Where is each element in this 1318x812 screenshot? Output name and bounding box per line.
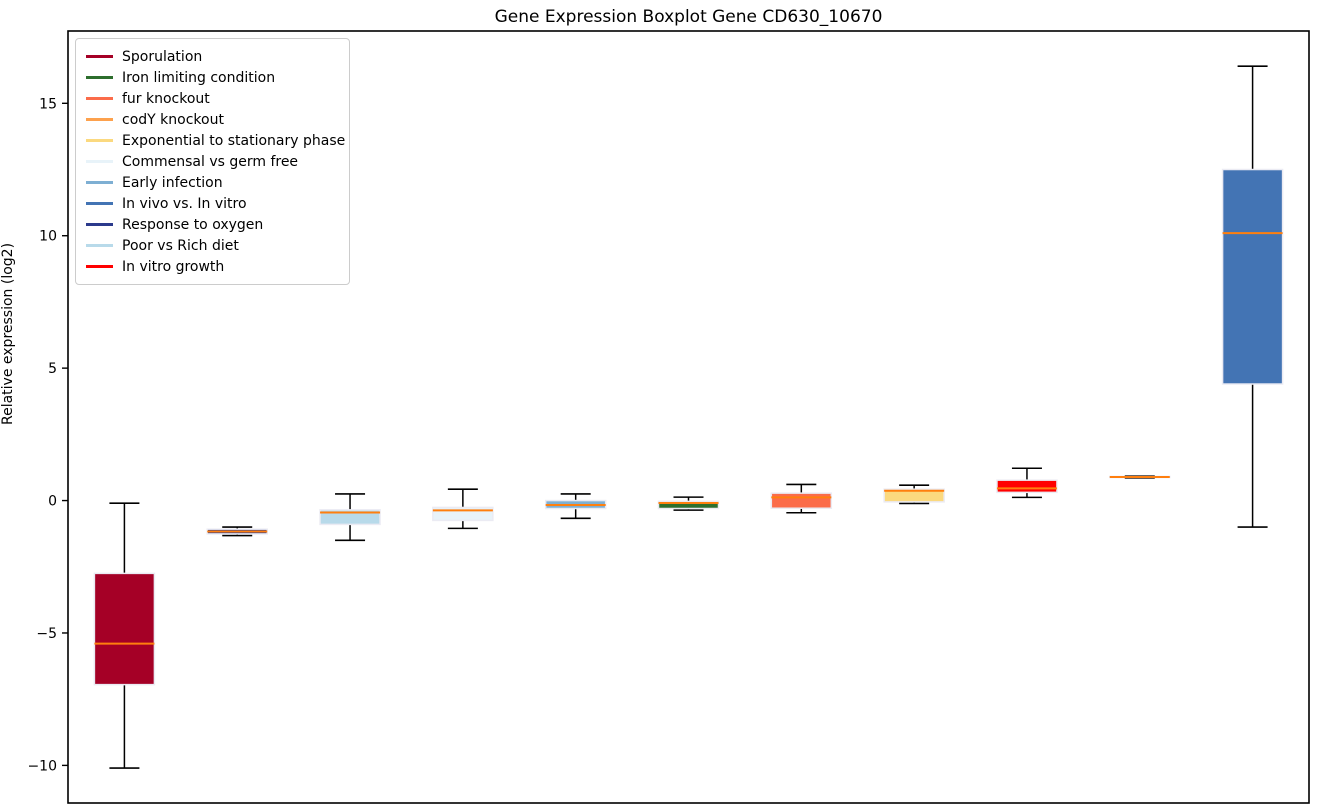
y-tick-label: −5	[36, 626, 57, 642]
boxplot-box	[883, 488, 945, 503]
legend-item-label: codY knockout	[122, 111, 224, 128]
legend-item-label: Early infection	[122, 174, 223, 191]
chart-title: Gene Expression Boxplot Gene CD630_10670	[494, 7, 883, 27]
legend-item-label: Iron limiting condition	[122, 69, 276, 86]
legend-item: Exponential to stationary phase	[86, 130, 345, 151]
legend-item: In vivo vs. In vitro	[86, 193, 339, 214]
legend-item-label: Sporulation	[122, 48, 203, 65]
legend-item: codY knockout	[86, 109, 339, 130]
legend-swatch-icon	[86, 76, 113, 79]
legend-swatch-icon	[86, 55, 113, 58]
legend-swatch-icon	[86, 118, 113, 121]
y-tick-label: −10	[27, 758, 57, 774]
boxplot-box	[770, 492, 833, 509]
boxplot-box	[996, 479, 1058, 494]
plot-frame	[67, 30, 1310, 804]
legend-item: Iron limiting condition	[86, 67, 339, 88]
legend-item-label: Commensal vs germ free	[122, 153, 299, 170]
legend-item-label: In vitro growth	[122, 258, 225, 275]
legend-item: Poor vs Rich diet	[86, 235, 339, 256]
legend-item-label: Exponential to stationary phase	[122, 132, 346, 149]
legend-item: Commensal vs germ free	[86, 151, 339, 172]
legend-swatch-icon	[86, 202, 113, 205]
legend-item: fur knockout	[86, 88, 339, 109]
y-tick-label: 0	[48, 494, 57, 510]
legend-item-label: fur knockout	[122, 90, 210, 107]
boxplot-box	[93, 572, 156, 686]
legend-item: Early infection	[86, 172, 339, 193]
legend-item-label: In vivo vs. In vitro	[122, 195, 247, 212]
y-tick-label: 15	[39, 96, 57, 112]
legend-swatch-icon	[86, 160, 113, 163]
y-tick-label: 5	[48, 361, 57, 377]
legend-swatch-icon	[86, 223, 113, 226]
legend-swatch-icon	[86, 181, 113, 184]
legend-item: Sporulation	[86, 46, 339, 67]
legend-item-label: Response to oxygen	[122, 216, 264, 233]
legend-swatch-icon	[86, 265, 113, 268]
y-tick-label: 10	[39, 229, 57, 245]
legend-item: In vitro growth	[86, 256, 339, 277]
legend-swatch-icon	[86, 244, 113, 247]
legend-swatch-icon	[86, 97, 113, 100]
legend-item-label: Poor vs Rich diet	[122, 237, 239, 254]
legend: Sporulation Iron limiting condition fur …	[75, 38, 350, 285]
legend-item: Response to oxygen	[86, 214, 339, 235]
boxplot-box	[1221, 168, 1284, 385]
legend-swatch-icon	[86, 139, 113, 142]
boxplot-box	[657, 500, 720, 510]
